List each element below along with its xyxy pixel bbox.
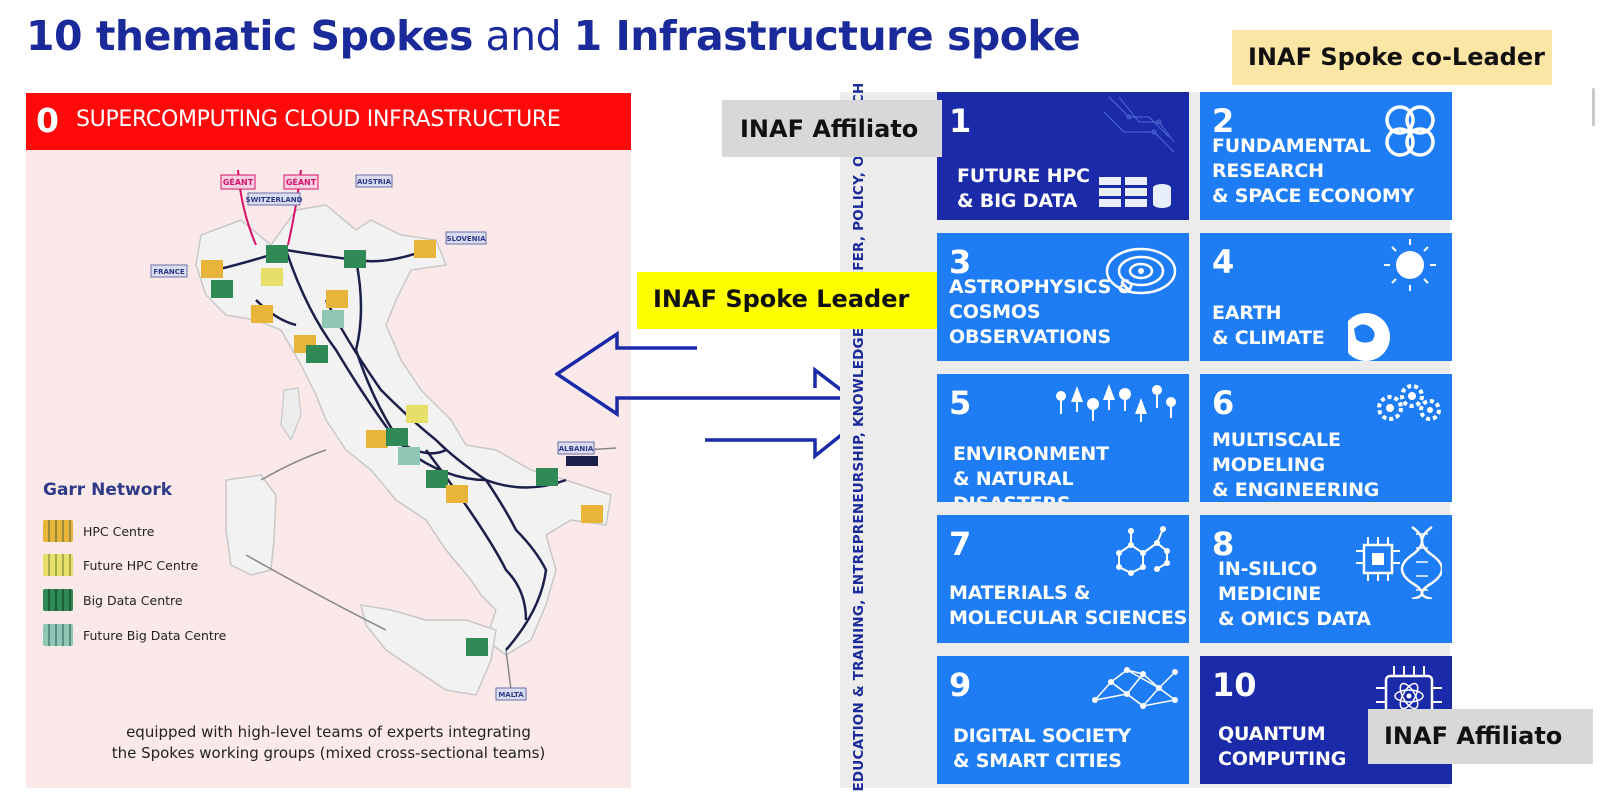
spoke-label: MULTISCALE MODELING & ENGINEERING APPLIC… (1212, 429, 1380, 501)
legend-item-hpc: HPC Centre (43, 520, 154, 542)
spoke-tile-4: 4 EARTH & CLIMATE (1200, 233, 1452, 361)
future-hpc-centre-icon (43, 554, 73, 576)
spoke-number: 6 (1212, 384, 1235, 422)
spoke-number: 7 (949, 525, 972, 563)
spoke-number: 4 (1212, 243, 1235, 281)
spoke-tile-3: 3 ASTROPHYSICS & COSMOS OBSERVATIONS (937, 233, 1189, 361)
gears-icon (1377, 384, 1441, 421)
spoke-number: 5 (949, 384, 972, 422)
infrastructure-label: SUPERCOMPUTING CLOUD INFRASTRUCTURE (76, 107, 561, 132)
molecule-icon (1116, 526, 1170, 576)
centre-markers (201, 240, 603, 656)
callout-affiliato-bottom: INAF Affiliato (1368, 709, 1593, 764)
albania-label: ALBANIA (559, 445, 594, 453)
caption-line-1: equipped with high-level teams of expert… (126, 723, 531, 741)
bidirectional-arrows (555, 330, 875, 460)
atom-cluster-icon (1385, 105, 1435, 157)
infrastructure-caption: equipped with high-level teams of expert… (26, 722, 631, 764)
spoke-tile-7: 7 MATERIALS & MOLECULAR SCIENCES (937, 515, 1189, 643)
legend-item-big-data: Big Data Centre (43, 589, 183, 611)
callout-text: INAF Spoke co-Leader (1248, 43, 1545, 71)
spoke-label: ENVIRONMENT & NATURAL DISASTERS (953, 443, 1109, 502)
network-legend-title: Garr Network (43, 480, 173, 500)
callout-spoke-leader: INAF Spoke Leader (637, 272, 937, 329)
callout-affiliato-top: INAF Affiliato (722, 100, 942, 157)
france-label: FRANCE (153, 268, 185, 276)
callout-text: INAF Spoke Leader (653, 285, 910, 313)
spoke-number: 3 (949, 243, 972, 281)
hpc-centre-icon (43, 520, 73, 542)
title-part-3: 1 Infrastructure spoke (573, 12, 1081, 60)
italy-network-map: GÉANT GÉANT SWITZERLAND AUSTRIA SLOVENIA… (150, 169, 617, 701)
geant-label-1: GÉANT (223, 176, 254, 187)
spoke-tile-9: 9 DIGITAL SOCIETY & SMART CITIES (937, 656, 1189, 784)
slovenia-label: SLOVENIA (446, 235, 486, 243)
spoke-number: 2 (1212, 102, 1235, 140)
spoke-label: IN-SILICO MEDICINE & OMICS DATA (1218, 558, 1371, 630)
callout-text: INAF Affiliato (740, 115, 919, 143)
vertical-cross-cutting-label: EDUCATION & TRAINING, ENTREPRENEURSHIP, … (845, 82, 873, 791)
malta-label: MALTA (498, 691, 524, 699)
spoke-tile-8: 8 IN-SILICO MEDICINE & OMICS DATA (1200, 515, 1452, 643)
callout-text: INAF Affiliato (1384, 722, 1563, 750)
switzerland-label: SWITZERLAND (246, 196, 303, 204)
title-part-1: 10 thematic Spokes (26, 12, 473, 60)
server-icon (1099, 96, 1175, 208)
legend-item-future-big-data: Future Big Data Centre (43, 624, 226, 646)
legend-label: Big Data Centre (83, 592, 183, 608)
spoke-number: 1 (949, 102, 972, 140)
spoke-label: ASTROPHYSICS & COSMOS OBSERVATIONS (949, 276, 1134, 348)
trees-icon (1056, 384, 1176, 422)
sardinia-shape (225, 474, 277, 576)
edge-mark (1592, 88, 1595, 126)
spoke-tile-1: 1 FUTURE HPC & BIG DATA (937, 92, 1189, 220)
austria-label: AUSTRIA (357, 178, 392, 186)
sun-globe-icon (1348, 239, 1436, 361)
spoke-tile-5: 5 ENVIRONMENT & NATURAL DISASTERS (937, 374, 1189, 502)
spoke-label: EARTH & CLIMATE (1212, 302, 1325, 349)
caption-line-2: the Spokes working groups (mixed cross-s… (111, 744, 546, 762)
callout-co-leader: INAF Spoke co-Leader (1232, 30, 1552, 85)
spoke-number: 10 (1212, 666, 1257, 704)
sicily-shape (359, 604, 497, 696)
future-big-data-centre-icon (43, 624, 73, 646)
chip-dna-icon (1356, 525, 1442, 599)
legend-label: Future Big Data Centre (83, 627, 227, 643)
galaxy-icon (1105, 247, 1177, 295)
legend-label: Future HPC Centre (83, 557, 199, 573)
spoke-label: QUANTUM COMPUTING (1218, 723, 1347, 770)
big-data-centre-icon (43, 589, 73, 611)
corsica-shape (280, 387, 302, 442)
infrastructure-header: 0 SUPERCOMPUTING CLOUD INFRASTRUCTURE (26, 93, 631, 150)
title-part-2: and (472, 12, 574, 60)
spoke-label: DIGITAL SOCIETY & SMART CITIES (953, 725, 1131, 772)
spoke-tile-2: 2 FUNDAMENTAL RESEARCH & SPACE ECONOMY (1200, 92, 1452, 220)
legend-label: HPC Centre (83, 523, 155, 539)
spoke-number: 9 (949, 666, 972, 704)
network-links (215, 248, 567, 651)
network-icon (1092, 667, 1178, 709)
geant-label-2: GÉANT (286, 176, 317, 187)
infrastructure-number: 0 (36, 101, 59, 140)
vertical-text: EDUCATION & TRAINING, ENTREPRENEURSHIP, … (851, 82, 867, 792)
spoke-number: 8 (1212, 525, 1235, 563)
spoke-label: FUTURE HPC & BIG DATA (957, 165, 1090, 212)
spoke-label: MATERIALS & MOLECULAR SCIENCES (949, 582, 1188, 629)
left-arrow-icon (555, 330, 875, 418)
spoke-tile-6: 6 MULTISCALE MODELING & ENGINEERING APPL… (1200, 374, 1452, 502)
spoke-label: FUNDAMENTAL RESEARCH & SPACE ECONOMY (1212, 135, 1415, 207)
page-title: 10 thematic Spokes and 1 Infrastructure … (26, 12, 1081, 60)
legend-item-future-hpc: Future HPC Centre (43, 554, 198, 576)
